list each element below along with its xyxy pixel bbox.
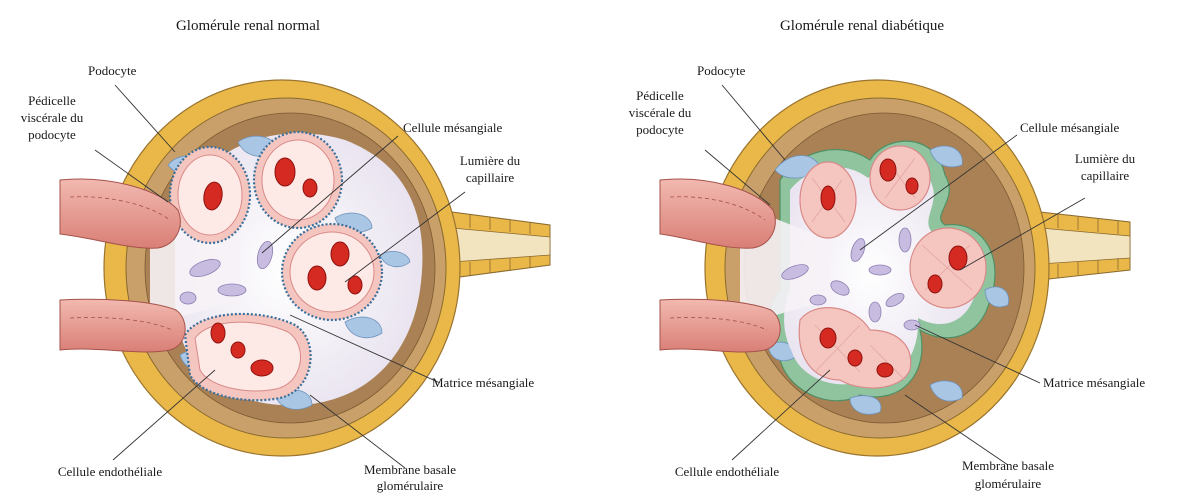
diabetic-label-podocyte: Podocyte [697,63,746,78]
normal-label-endothelial-cell: Cellule endothéliale [58,464,163,479]
normal-label-basement-membrane-1: Membrane basale [364,462,456,477]
normal-label-podocyte: Podocyte [88,63,137,78]
diabetic-label-pedicelle-1: Pédicelle [636,88,684,103]
normal-glomerulus-illustration [60,80,550,456]
diabetic-label-pedicelle-2: viscérale du [629,105,692,120]
diabetic-label-basement-membrane-1: Membrane basale [962,458,1054,473]
diabetic-glomerulus-illustration [660,80,1130,456]
diabetic-label-capillary-lumen-1: Lumière du [1075,151,1136,166]
normal-label-capillary-lumen-2: capillaire [466,170,515,185]
diabetic-panel-title: Glomérule renal diabétique [780,18,944,34]
normal-panel-title: Glomérule renal normal [176,18,320,34]
normal-label-pedicelle-1: Pédicelle [28,93,76,108]
diabetic-label-pedicelle-3: podocyte [636,122,684,137]
diabetic-label-basement-membrane-2: glomérulaire [975,476,1042,491]
normal-label-mesangial-matrix: Matrice mésangiale [432,375,534,390]
proximal-tubule [1040,212,1130,280]
diabetic-label-mesangial-matrix: Matrice mésangiale [1043,375,1145,390]
normal-label-basement-membrane-2: glomérulaire [377,478,444,493]
normal-label-mesangial-cell: Cellule mésangiale [403,120,503,135]
diabetic-label-mesangial-cell: Cellule mésangiale [1020,120,1120,135]
normal-label-pedicelle-2: viscérale du [21,110,84,125]
normal-glomerulus-panel: Glomérule renal normal [21,18,550,493]
diabetic-label-endothelial-cell: Cellule endothéliale [675,464,780,479]
proximal-tubule [452,212,550,278]
diabetic-glomerulus-panel: Glomérule renal diabétique [629,18,1146,491]
normal-label-pedicelle-3: podocyte [28,127,76,142]
diabetic-label-capillary-lumen-2: capillaire [1081,168,1130,183]
normal-label-capillary-lumen-1: Lumière du [460,153,521,168]
